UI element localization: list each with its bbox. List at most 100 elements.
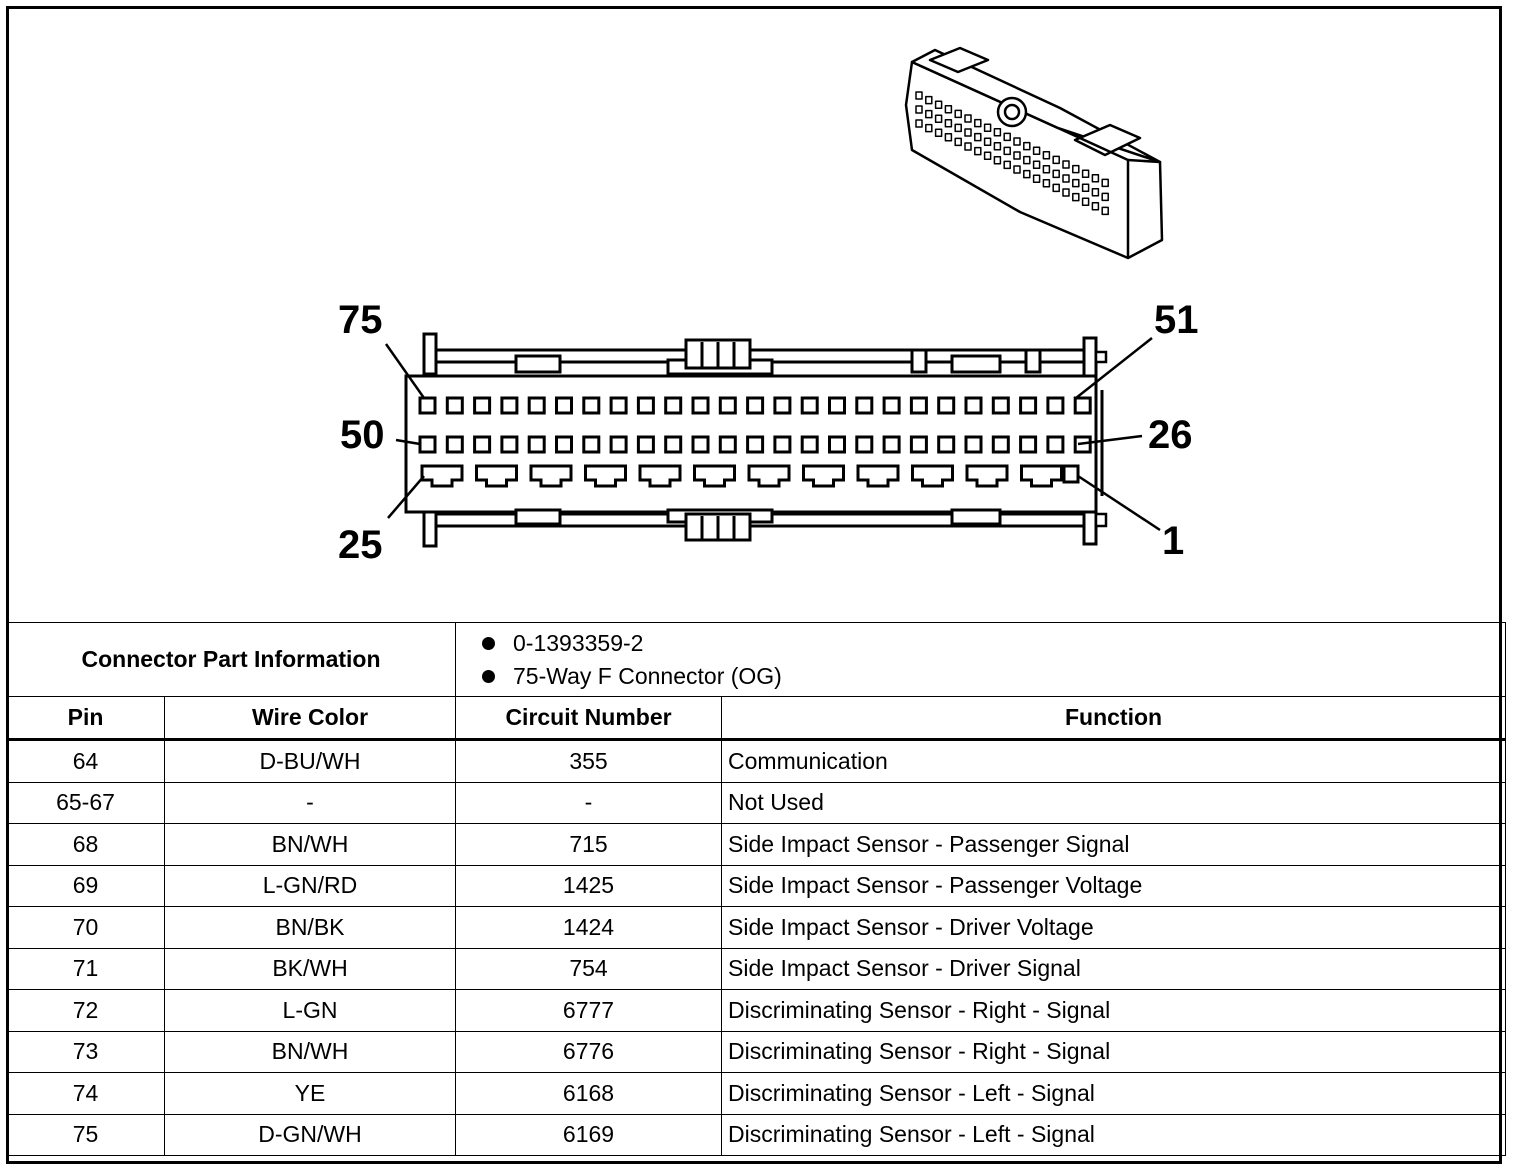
function-cell: Discriminating Sensor - Right - Signal [721, 1030, 1507, 1073]
iso-pin-cavity [1091, 174, 1100, 183]
pin-cell: 68 [6, 823, 165, 866]
function-cell: Communication [721, 739, 1507, 783]
pin-label-1: 1 [1162, 519, 1184, 563]
iso-pin-cavity [964, 142, 972, 151]
column-header-wire-color: Wire Color [163, 696, 457, 741]
iso-pin-cavity [974, 118, 982, 128]
wire-color-cell: - [163, 781, 457, 824]
pin-cavity [418, 435, 437, 454]
iso-pin-cavity [1013, 151, 1021, 160]
function-cell: Side Impact Sensor - Driver Voltage [721, 906, 1507, 949]
iso-pin-cavity [944, 105, 953, 114]
page-frame [6, 6, 1502, 1164]
iso-pin-cavity [1062, 160, 1070, 169]
pin-cavity [445, 435, 464, 454]
iso-pin-cavity [1052, 155, 1060, 165]
iso-pin-cavity [925, 109, 933, 119]
function-cell: Side Impact Sensor - Driver Signal [721, 947, 1507, 990]
pin-cavity [664, 435, 683, 454]
wire-color-cell: YE [163, 1072, 457, 1115]
iso-pin-cavity [1032, 146, 1041, 155]
iso-pin-cavity [1003, 146, 1011, 156]
iso-pin-cavity [964, 128, 972, 137]
pin-cavity [636, 396, 655, 415]
pin-cavity [937, 396, 956, 415]
pin-cell: 70 [6, 906, 165, 949]
pin-cavity [800, 396, 819, 415]
iso-pin-cavity [1072, 192, 1080, 202]
function-cell: Discriminating Sensor - Left - Signal [721, 1113, 1507, 1156]
part-info-item: 0-1393359-2 [482, 627, 1505, 660]
pin-cell: 65-67 [6, 781, 165, 824]
pin-cavity [1019, 435, 1038, 454]
pin-cavity [746, 396, 765, 415]
iso-pin-cavity [1072, 178, 1080, 188]
iso-pin-cavity [1081, 169, 1090, 178]
circuit-number-cell: 6169 [455, 1113, 723, 1156]
iso-pin-cavity [974, 146, 982, 156]
pin-label-75: 75 [338, 298, 383, 342]
pin-cavity [445, 396, 464, 415]
iso-pin-cavity [1023, 155, 1031, 165]
iso-pin-cavity [993, 156, 1002, 165]
iso-pin-cavity [925, 95, 933, 105]
pin-cavity [691, 396, 710, 415]
pin-cavity [718, 435, 737, 454]
pin-cavity [473, 435, 492, 454]
iso-pin-cavity [944, 119, 953, 128]
large-pin-cavity [529, 464, 573, 488]
pin-cavity [882, 435, 901, 454]
wire-color-cell: BN/BK [163, 906, 457, 949]
function-cell: Side Impact Sensor - Passenger Signal [721, 823, 1507, 866]
iso-pin-cavity [1042, 151, 1051, 160]
iso-pin-cavity [1013, 165, 1021, 174]
circuit-number-cell: 754 [455, 947, 723, 990]
iso-pin-cavity [1072, 164, 1080, 174]
large-pin-cavity [1020, 464, 1063, 488]
function-cell: Discriminating Sensor - Right - Signal [721, 989, 1507, 1032]
wire-color-cell: L-GN [163, 989, 457, 1032]
table-header-row: Pin Wire Color Circuit Number Function [6, 696, 1507, 741]
pin-cavity [609, 435, 628, 454]
part-info-item: 75-Way F Connector (OG) [482, 660, 1505, 693]
column-header-circuit-number: Circuit Number [455, 696, 723, 741]
iso-pin-cavity [1101, 192, 1109, 202]
connector-diagram: 75 50 25 51 26 1 [9, 9, 1502, 623]
pin-cell: 64 [6, 739, 165, 783]
iso-pin-cavity [1042, 165, 1051, 174]
pin-leader-lines [384, 337, 1161, 532]
pin-cavity [500, 396, 519, 415]
large-pin-cavity [475, 464, 518, 488]
wire-color-cell: BN/WH [163, 1030, 457, 1073]
circuit-number-cell: 1425 [455, 864, 723, 907]
circuit-number-cell: 6777 [455, 989, 723, 1032]
circuit-number-cell: - [455, 781, 723, 824]
iso-pin-cavity [993, 128, 1002, 137]
pin-cavity [964, 396, 983, 415]
wire-color-cell: D-GN/WH [163, 1113, 457, 1156]
iso-pin-cavity [954, 109, 962, 119]
iso-pin-cavity [974, 132, 982, 142]
pin-cavity [991, 396, 1010, 415]
connector-face-view [404, 332, 1108, 548]
wire-color-cell: BN/WH [163, 823, 457, 866]
function-cell: Discriminating Sensor - Left - Signal [721, 1072, 1507, 1115]
pin-label-50: 50 [340, 413, 385, 457]
pin-cavity [882, 396, 901, 415]
pin-cavity [1019, 396, 1038, 415]
iso-pin-cavity [1023, 141, 1031, 151]
iso-pin-cavity [1062, 188, 1070, 197]
iso-pin-cavity [993, 142, 1002, 151]
pin-cavity [691, 435, 710, 454]
part-info-row: Connector Part Information 0-1393359-2 7… [5, 622, 1507, 697]
pin-cavity [527, 396, 546, 415]
function-cell: Side Impact Sensor - Passenger Voltage [721, 864, 1507, 907]
pin-cavity [828, 396, 846, 415]
wire-color-cell: L-GN/RD [163, 864, 457, 907]
pin-cavity [828, 435, 846, 454]
iso-pin-cavity [915, 119, 923, 128]
